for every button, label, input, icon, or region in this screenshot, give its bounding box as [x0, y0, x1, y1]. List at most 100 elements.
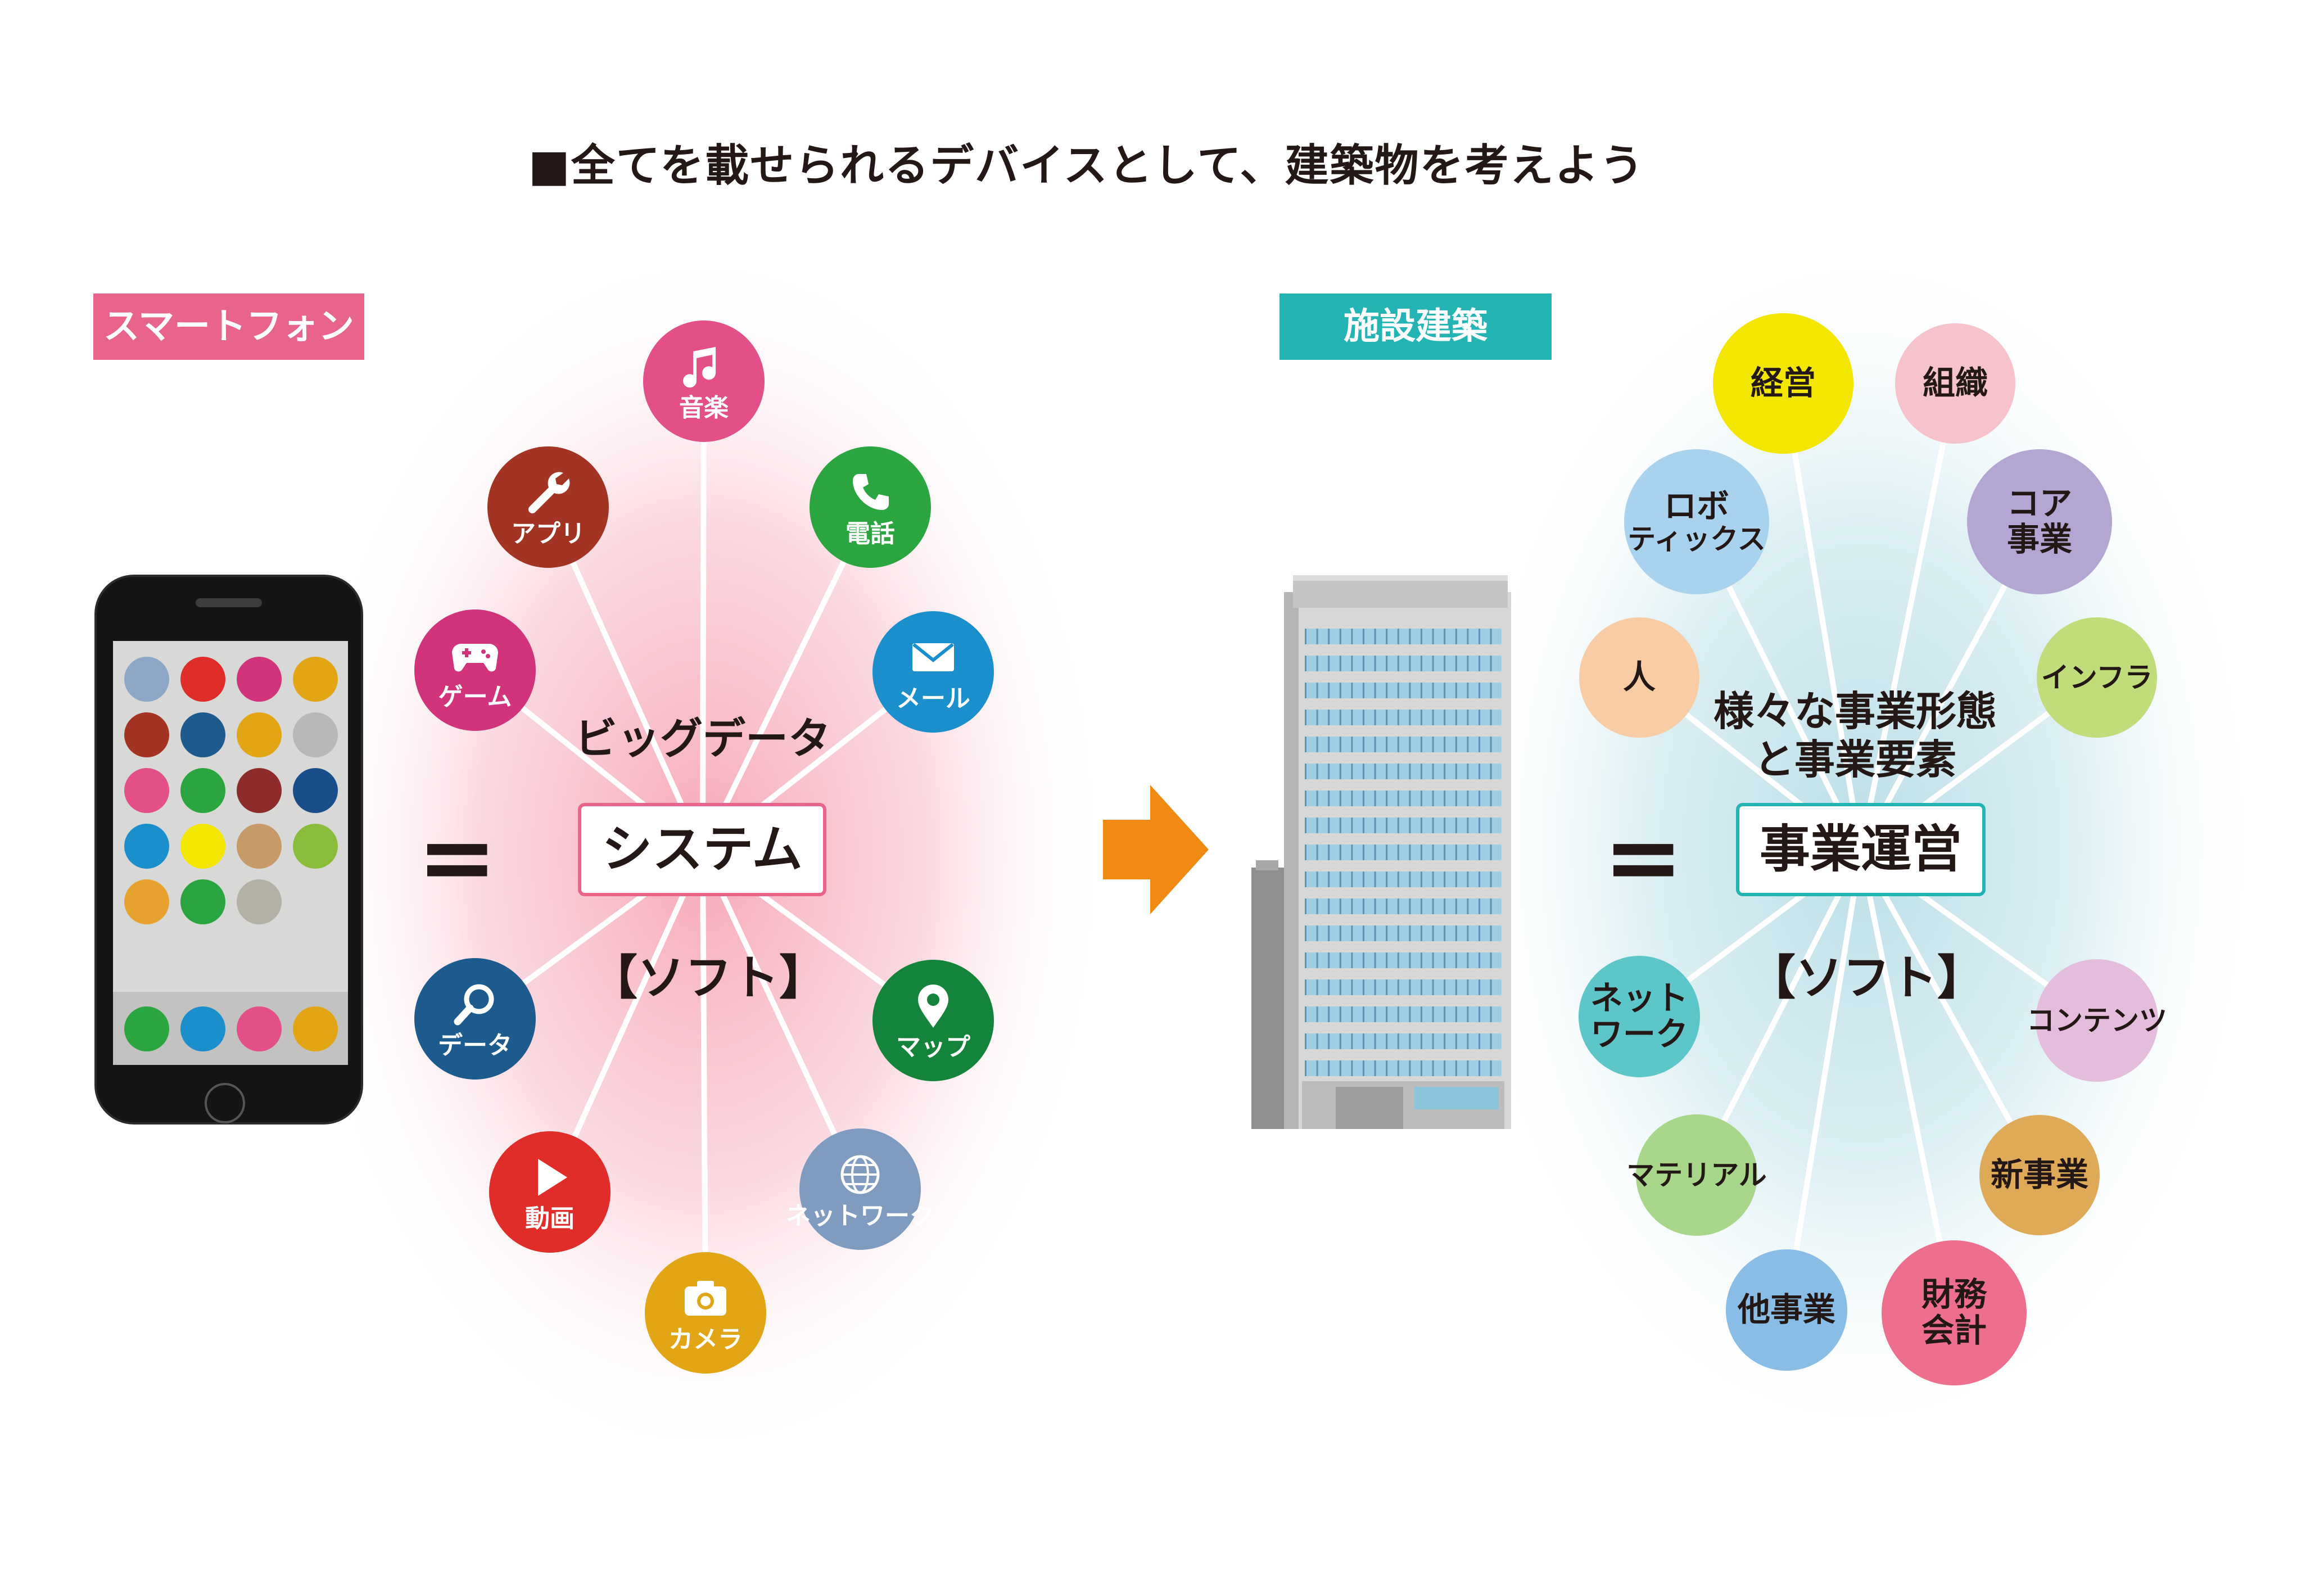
phone-app-icon [124, 824, 169, 869]
phone-app-icon [293, 824, 338, 869]
window-mullion [1397, 979, 1399, 995]
window-mullion [1351, 898, 1353, 914]
window-mullion [1421, 710, 1422, 725]
window-mullion [1432, 845, 1434, 860]
window-mullion [1397, 1033, 1399, 1049]
window-mullion [1328, 764, 1330, 779]
window-band [1305, 979, 1502, 995]
window-mullion [1363, 1006, 1364, 1022]
business-element-label: 財務 [1921, 1275, 1987, 1314]
music-note-icon [683, 346, 716, 388]
window-mullion [1363, 925, 1364, 941]
window-band [1305, 1060, 1502, 1076]
window-mullion [1432, 979, 1434, 995]
window-mullion [1316, 791, 1318, 806]
window-mullion [1305, 683, 1306, 698]
right-soft-caption: 【ソフト】 [1748, 950, 1985, 1005]
phone-app-icon [237, 768, 282, 813]
home-button [205, 1083, 245, 1123]
window-mullion [1479, 764, 1480, 779]
window-mullion [1444, 737, 1446, 752]
window-mullion [1339, 925, 1341, 941]
window-mullion [1339, 629, 1341, 644]
window-mullion [1305, 710, 1306, 725]
window-mullion [1386, 737, 1388, 752]
window-mullion [1432, 925, 1434, 941]
phone-app-icon [293, 657, 338, 702]
app-node-3: メール [872, 611, 994, 733]
window-mullion [1421, 764, 1422, 779]
window-mullion [1490, 898, 1492, 914]
window-mullion [1363, 818, 1364, 833]
window-mullion [1305, 764, 1306, 779]
window-mullion [1339, 818, 1341, 833]
window-mullion [1455, 1033, 1457, 1049]
phone-dock-icon [293, 1006, 338, 1051]
window-mullion [1374, 737, 1376, 752]
window-mullion [1351, 1033, 1353, 1049]
window-mullion [1374, 898, 1376, 914]
phone-dock-icon [124, 1006, 169, 1051]
window-mullion [1479, 952, 1480, 968]
window-mullion [1328, 979, 1330, 995]
window-mullion [1305, 737, 1306, 752]
window-mullion [1490, 979, 1492, 995]
window-mullion [1490, 764, 1492, 779]
mail-icon [912, 643, 954, 671]
window-mullion [1421, 629, 1422, 644]
window-mullion [1479, 1033, 1480, 1049]
window-mullion [1467, 764, 1469, 779]
window-mullion [1432, 710, 1434, 725]
window-mullion [1479, 845, 1480, 860]
window-band [1305, 656, 1502, 671]
window-mullion [1409, 791, 1411, 806]
app-node-10: アプリ [487, 446, 609, 568]
window-mullion [1386, 952, 1388, 968]
phone-app-icon [180, 657, 225, 702]
window-mullion [1386, 1006, 1388, 1022]
window-mullion [1455, 818, 1457, 833]
window-mullion [1351, 979, 1353, 995]
window-mullion [1339, 764, 1341, 779]
window-mullion [1455, 979, 1457, 995]
phone-app-icon [293, 712, 338, 757]
window-mullion [1316, 710, 1318, 725]
window-mullion [1363, 1033, 1364, 1049]
business-element-label: インフラ [2041, 661, 2153, 694]
business-element-label: ロボ [1663, 486, 1729, 525]
window-mullion [1409, 871, 1411, 887]
window-mullion [1328, 898, 1330, 914]
app-node-9: ゲーム [414, 609, 536, 731]
window-mullion [1455, 710, 1457, 725]
window-mullion [1479, 898, 1480, 914]
app-node-label: カメラ [668, 1325, 743, 1354]
window-mullion [1374, 710, 1376, 725]
window-mullion [1467, 1060, 1469, 1076]
window-mullion [1409, 1033, 1411, 1049]
phone-app-icon [237, 824, 282, 869]
window-mullion [1421, 791, 1422, 806]
app-node-label: アプリ [511, 519, 585, 548]
window-mullion [1444, 764, 1446, 779]
phone-app-icon [180, 768, 225, 813]
window-mullion [1339, 656, 1341, 671]
window-mullion [1339, 898, 1341, 914]
window-mullion [1479, 925, 1480, 941]
business-element-label: ティックス [1627, 523, 1766, 556]
window-mullion [1351, 710, 1353, 725]
window-mullion [1432, 791, 1434, 806]
window-mullion [1467, 710, 1469, 725]
app-node-label: メール [896, 684, 970, 713]
window-mullion [1397, 1060, 1399, 1076]
window-mullion [1351, 818, 1353, 833]
window-mullion [1328, 737, 1330, 752]
window-mullion [1432, 871, 1434, 887]
window-mullion [1305, 845, 1306, 860]
window-mullion [1432, 764, 1434, 779]
window-mullion [1409, 656, 1411, 671]
window-mullion [1444, 1060, 1446, 1076]
phone-app-icon [124, 712, 169, 757]
window-mullion [1386, 710, 1388, 725]
window-mullion [1386, 845, 1388, 860]
